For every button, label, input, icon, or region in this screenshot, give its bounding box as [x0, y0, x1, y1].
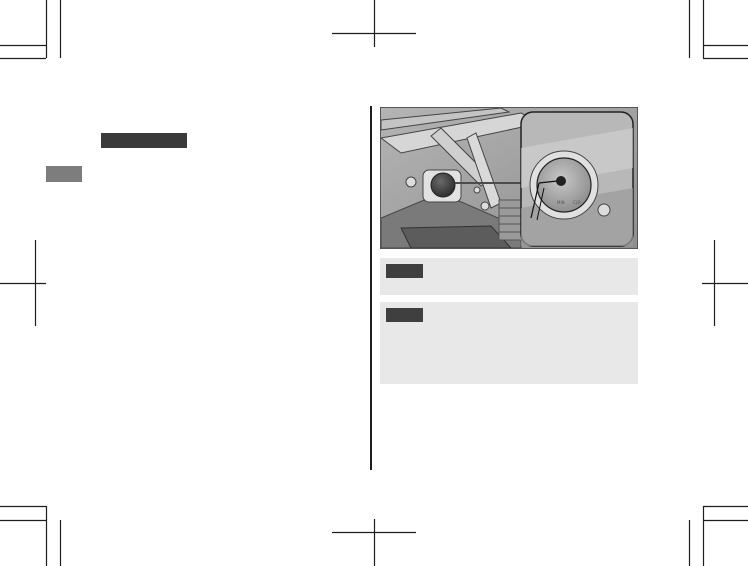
registration-mark-right	[702, 240, 748, 326]
illustration-engine-cap: MIN CLR	[380, 107, 638, 249]
note-tag-1	[386, 264, 423, 278]
crop-mark-bottom-left	[0, 505, 62, 566]
section-tag	[46, 166, 82, 182]
illustration-drawing: MIN CLR	[381, 108, 637, 248]
registration-mark-top	[332, 0, 416, 47]
registration-mark-left	[0, 240, 46, 326]
crop-mark-top-left	[0, 0, 62, 60]
note-tag-2	[386, 308, 423, 322]
svg-text:CLR: CLR	[573, 200, 581, 205]
crop-mark-bottom-right	[688, 505, 748, 566]
section-heading-bar	[101, 133, 187, 148]
column-divider	[370, 106, 372, 470]
note-box-2	[380, 302, 638, 384]
inset-magnified-view: MIN CLR	[520, 111, 634, 247]
svg-text:MIN: MIN	[557, 200, 565, 205]
registration-mark-bottom	[332, 519, 416, 566]
crop-mark-top-right	[688, 0, 748, 60]
note-box-1	[380, 258, 638, 295]
